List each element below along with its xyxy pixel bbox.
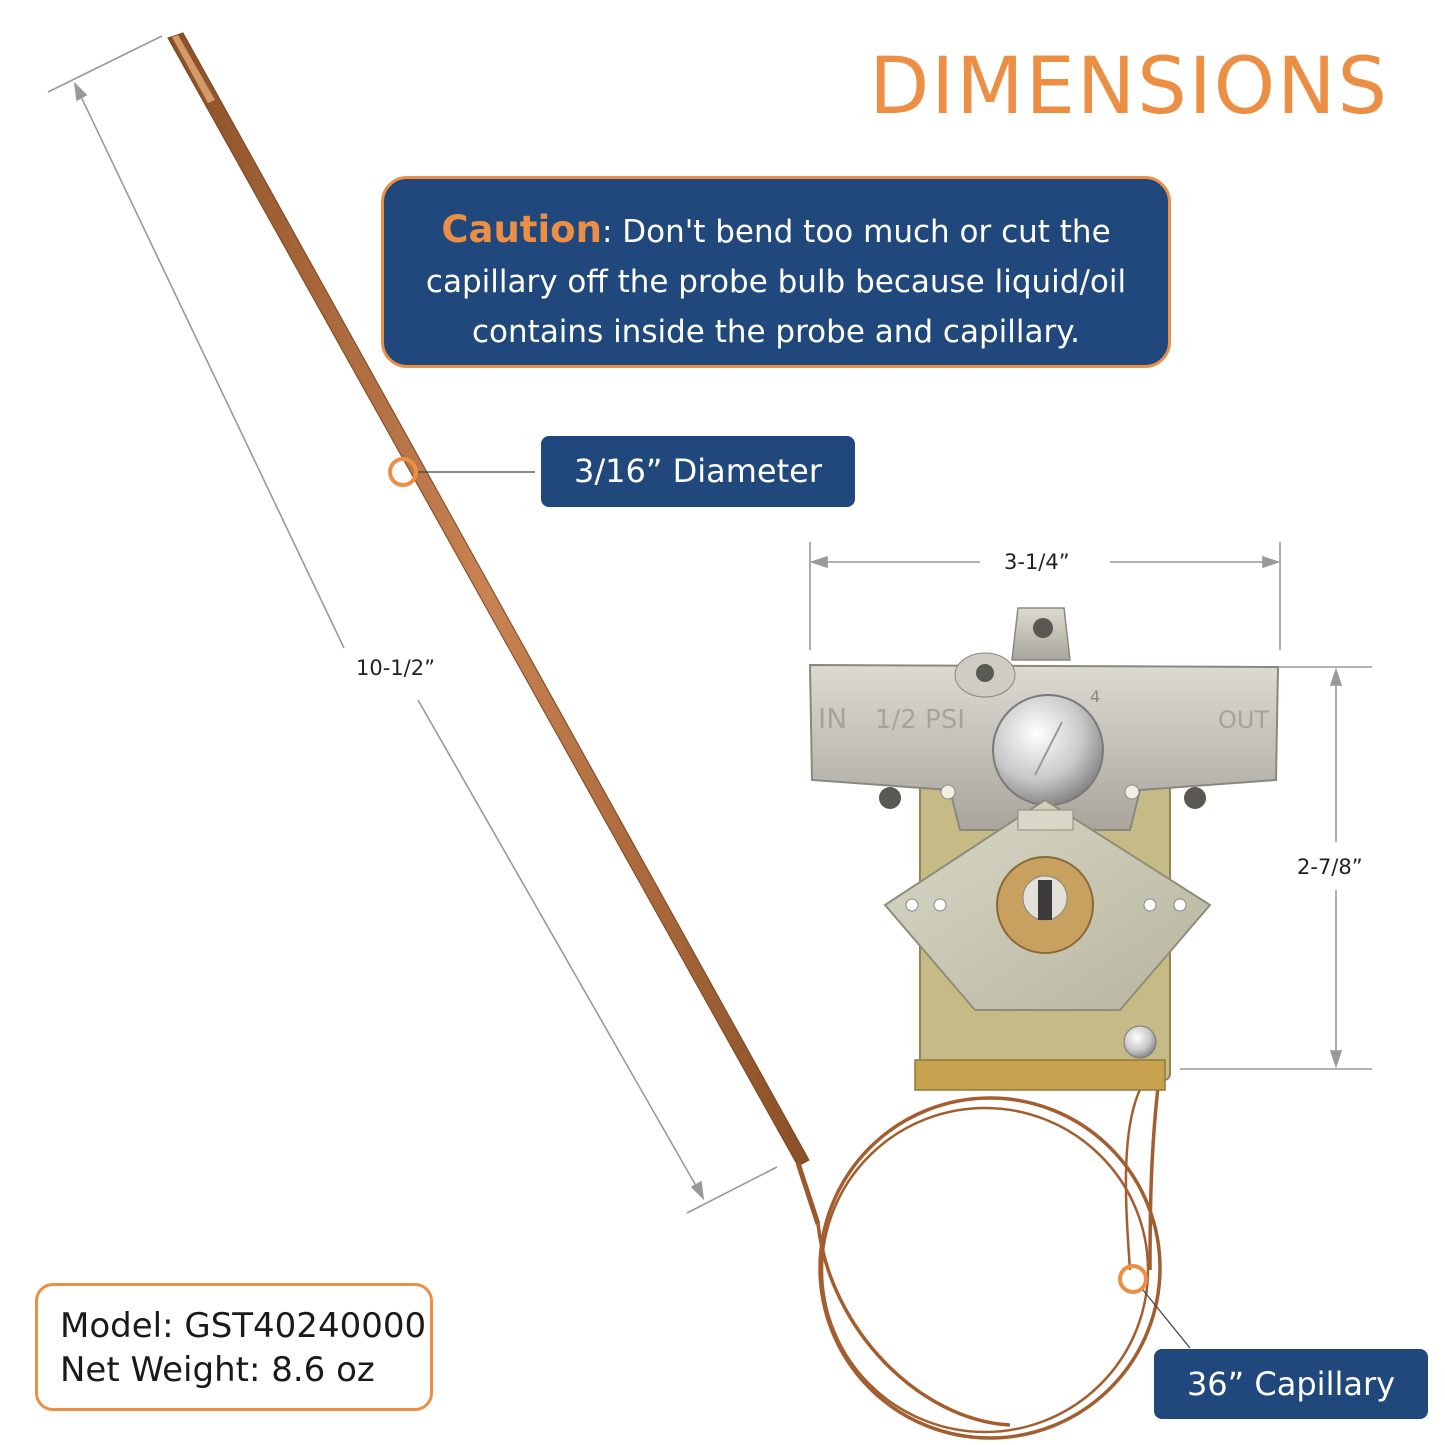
diameter-callout-marker [388, 457, 535, 487]
width-dimension-lines [809, 542, 1281, 650]
valve-pressure-marking: 1/2 PSI [875, 705, 965, 735]
capillary-coil [816, 1069, 1162, 1440]
valve-number-marking: 4 [1090, 687, 1100, 706]
net-weight: Net Weight: 8.6 oz [60, 1350, 375, 1390]
probe-bulb [167, 32, 821, 1225]
probe-dimension-lines [47, 35, 778, 1214]
capillary-label: 36” Capillary [1154, 1349, 1428, 1419]
caution-box: Caution: Don't bend too much or cut the … [381, 176, 1171, 368]
height-label: 2-7/8” [1297, 855, 1363, 879]
valve-outlet-marking: OUT [1218, 706, 1269, 734]
height-dimension-lines [1180, 666, 1372, 1070]
caution-text: : Don't bend too much or cut the capilla… [425, 214, 1127, 350]
page-title: DIMENSIONS [869, 42, 1389, 132]
caution-keyword: Caution [441, 208, 602, 251]
product-info-box: Model: GST40240000 Net Weight: 8.6 oz [35, 1283, 433, 1411]
model-number: Model: GST40240000 [60, 1306, 427, 1346]
capillary-callout-marker [1118, 1264, 1191, 1349]
thermostat-valve: IN 1/2 PSI OUT 4 [808, 607, 1280, 1091]
width-label: 3-1/4” [1004, 550, 1070, 574]
diameter-label: 3/16” Diameter [541, 436, 855, 507]
probe-length-label: 10-1/2” [356, 656, 435, 680]
valve-inlet-marking: IN [818, 702, 847, 735]
